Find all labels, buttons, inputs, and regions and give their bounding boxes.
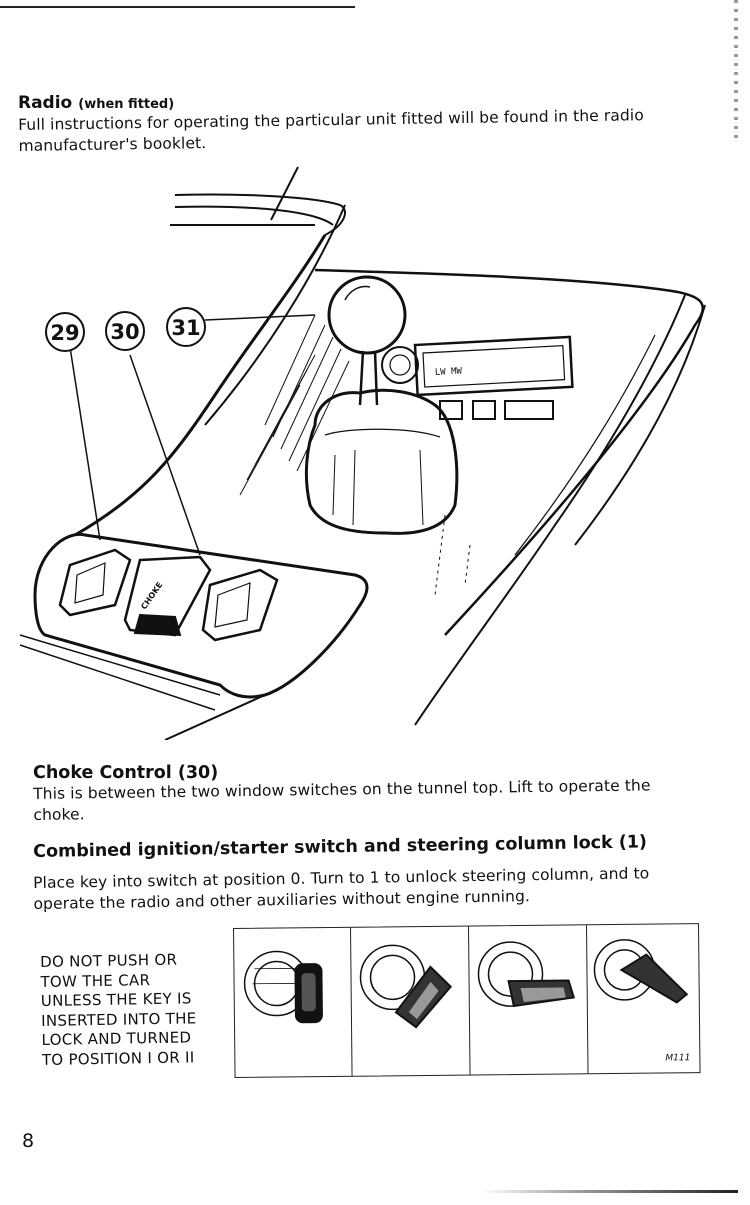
key-position-0-cell [234, 927, 353, 1077]
ignition-heading: Combined ignition/starter switch and ste… [33, 832, 648, 862]
callout-30-text: 30 [110, 320, 139, 344]
tow-warning: DO NOT PUSH OR TOW THE CAR UNLESS THE KE… [40, 950, 237, 1070]
page-number: 8 [22, 1130, 35, 1152]
radio-heading: Radio (when fitted) [18, 93, 174, 113]
console-illustration: LW MW CHOKE 29 30 31 [19, 166, 706, 740]
key-position-3-cell: M111 [586, 924, 700, 1073]
radio-dial-text: LW MW [435, 367, 463, 378]
key-position-2-icon [477, 941, 576, 1008]
key-position-2-cell [467, 925, 589, 1075]
key-position-1-icon [359, 944, 452, 1029]
bottom-rule [480, 1190, 738, 1193]
callout-29: 29 [45, 312, 85, 352]
key-position-3-icon: M111 [593, 939, 690, 1063]
top-rule [0, 6, 355, 8]
callout-31: 31 [166, 307, 206, 347]
figure-code: M111 [665, 1053, 690, 1063]
key-position-panel: M111 [233, 923, 701, 1078]
choke-heading: Choke Control (30) [33, 763, 219, 783]
warning-line: TO POSITION I OR II [41, 1047, 195, 1069]
choke-paragraph: This is between the two window switches … [33, 776, 651, 824]
key-position-0-icon [243, 950, 323, 1024]
scan-edge-mark [734, 0, 738, 140]
callout-29-text: 29 [50, 321, 79, 345]
radio-leader-line [270, 166, 299, 221]
ignition-paragraph: Place key into switch at position 0. Tur… [33, 864, 650, 913]
callout-31-text: 31 [171, 316, 200, 340]
radio-title: Radio [18, 93, 73, 113]
key-position-1-cell [350, 926, 471, 1076]
radio-title-suffix: (when fitted) [78, 97, 175, 112]
callout-30: 30 [105, 311, 145, 351]
